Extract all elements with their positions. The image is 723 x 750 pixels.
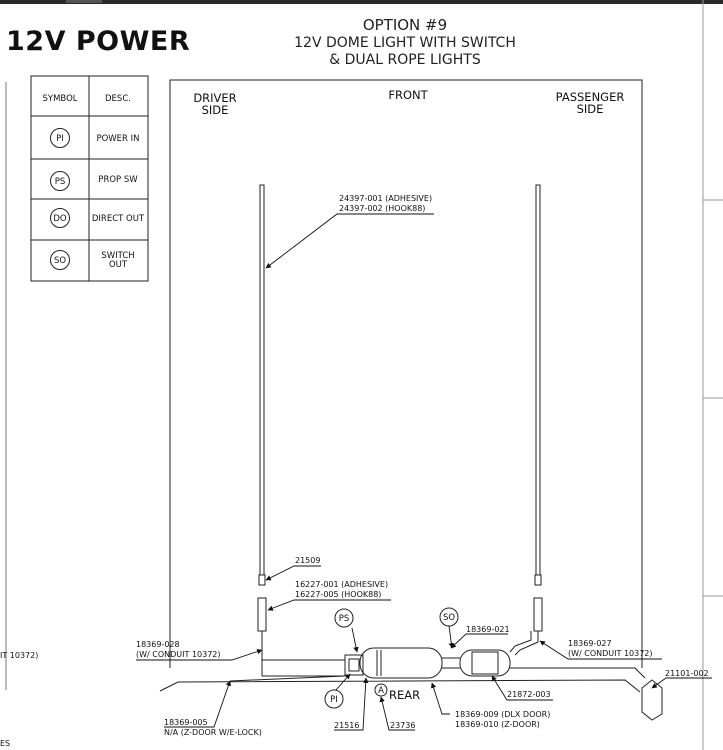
legend-desc-direct-out: DIRECT OUT xyxy=(92,214,145,224)
legend-desc-prop-sw: PROP SW xyxy=(98,175,138,185)
legend-symbol-circle xyxy=(50,171,70,191)
power-in-symbol xyxy=(324,689,344,709)
callout-lock-harness: 18369-005 xyxy=(164,718,208,727)
passenger-side-label: PASSENGER xyxy=(556,90,625,104)
callout-door-z: 18369-010 (Z-DOOR) xyxy=(455,720,540,729)
callout-21872-003: 21872-003 xyxy=(507,690,551,699)
switch-out-symbol-text: SO xyxy=(443,613,455,623)
rear-bumper-outline xyxy=(159,679,641,693)
callout-driver-harness: 18369-028 xyxy=(136,640,180,649)
callout-passenger-conduit: (W/ CONDUIT 10372) xyxy=(568,649,653,658)
legend-symbol-so: SO xyxy=(54,256,66,266)
vehicle-body-outline xyxy=(169,79,643,668)
callout-rope-light-hook: 24397-002 (HOOK88) xyxy=(339,204,425,213)
callout-21101-002: 21101-002 xyxy=(665,669,709,678)
callout-switch-hook: 16227-005 (HOOK88) xyxy=(295,590,381,599)
legend-header-desc: DESC. xyxy=(105,94,131,104)
rear-label: REAR xyxy=(389,688,420,702)
callout-switch-adhesive: 16227-001 (ADHESIVE) xyxy=(295,580,388,589)
driver-rope-light xyxy=(257,184,345,677)
callout-bottom-fragment: ES xyxy=(0,739,10,748)
legend-header-symbol: SYMBOL xyxy=(42,94,77,104)
callout-driver-conduit: (W/ CONDUIT 10372) xyxy=(136,650,221,659)
callout-23736: 23736 xyxy=(390,721,415,730)
legend-symbol-circle xyxy=(50,128,70,148)
callout-left-fragment: IT 10372) xyxy=(0,651,38,660)
leader-lines xyxy=(136,213,712,731)
option-title-line-1: 12V DOME LIGHT WITH SWITCH xyxy=(294,35,516,51)
callout-rope-light-adhesive: 24397-001 (ADHESIVE) xyxy=(339,194,432,203)
legend-desc-switch: SWITCH xyxy=(101,251,134,261)
dome-switch-assembly xyxy=(344,647,511,679)
legend-symbol-circle xyxy=(50,208,70,228)
callout-lock-note: N/A (Z-DOOR W/E-LOCK) xyxy=(164,728,262,737)
passenger-rope-light xyxy=(509,184,543,656)
front-label: FRONT xyxy=(388,88,428,102)
rear-door-module-icon xyxy=(641,679,663,721)
option-title-line-2: & DUAL ROPE LIGHTS xyxy=(329,52,481,68)
legend-symbol-ps: PS xyxy=(55,177,66,187)
driver-side-label-2: SIDE xyxy=(202,103,229,117)
symbol-legend-table: SYMBOL DESC. PI POWER IN PS PROP SW DO D… xyxy=(30,75,149,282)
callout-passenger-harness: 18369-027 xyxy=(568,639,612,648)
legend-symbol-do: DO xyxy=(53,214,67,224)
driver-side-label: DRIVER xyxy=(193,91,236,105)
callout-18369-021: 18369-021 xyxy=(466,625,510,634)
option-number: OPTION #9 xyxy=(362,16,448,34)
legend-desc-out: OUT xyxy=(109,260,128,270)
power-section-title: 12V POWER xyxy=(6,26,191,57)
legend-desc-power-in: POWER IN xyxy=(96,134,139,144)
prop-switch-symbol xyxy=(334,608,354,628)
marker-a-symbol xyxy=(374,683,388,697)
prop-switch-symbol-text: PS xyxy=(339,614,350,624)
legend-symbol-pi: PI xyxy=(56,134,64,144)
legend-symbol-circle xyxy=(50,250,70,270)
top-toolbar-strip xyxy=(0,0,723,4)
rear-harness xyxy=(229,675,346,682)
rear-harness-right xyxy=(510,667,646,679)
callout-21509: 21509 xyxy=(295,556,320,565)
callout-21516: 21516 xyxy=(334,721,359,730)
marker-a-symbol-text: A xyxy=(378,686,384,696)
power-in-symbol-text: PI xyxy=(330,695,338,705)
passenger-side-label-2: SIDE xyxy=(577,102,604,116)
callout-door-dlx: 18369-009 (DLX DOOR) xyxy=(455,710,550,719)
toolbar-tab[interactable] xyxy=(66,0,102,3)
